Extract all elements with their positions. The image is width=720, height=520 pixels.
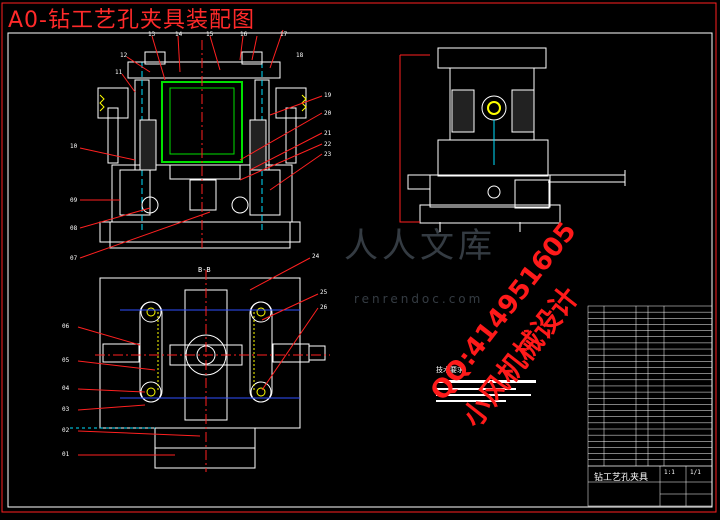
callout-02: 02: [62, 427, 70, 434]
callout-25: 25: [320, 289, 328, 296]
callout-10: 10: [70, 143, 78, 150]
callout-18: 18: [296, 52, 304, 59]
side-view: [399, 47, 626, 232]
plan-view: [70, 270, 330, 472]
watermark-site: renrendoc.com: [354, 292, 484, 306]
callout-16: 16: [240, 31, 248, 38]
outer-frame: [1, 2, 717, 513]
callout-07: 07: [70, 255, 78, 262]
callout-05: 05: [62, 357, 70, 364]
tech-requirements: 技术要求: [436, 365, 536, 402]
callout-19: 19: [324, 92, 332, 99]
callout-15: 15: [206, 31, 214, 38]
callout-13: 13: [148, 31, 156, 38]
title-block-sheet: 1/1: [690, 469, 701, 476]
callout-24: 24: [312, 253, 320, 260]
callout-14: 14: [175, 31, 183, 38]
callout-labels: 12 13 14 15 16 17 18 11 10 09 08 07 19 2…: [62, 31, 332, 458]
base-plate: [99, 221, 301, 243]
callout-01: 01: [62, 451, 70, 458]
callout-04: 04: [62, 385, 70, 392]
callout-21: 21: [324, 130, 332, 137]
title-block-name: 钻工艺孔夹具: [594, 473, 649, 483]
callout-09: 09: [70, 197, 78, 204]
callout-20: 20: [324, 110, 332, 117]
plan-outline: [99, 277, 301, 429]
callout-11: 11: [115, 69, 123, 76]
title-block: [587, 465, 713, 507]
callout-06: 06: [62, 323, 70, 330]
callout-08: 08: [70, 225, 78, 232]
inner-frame: [7, 32, 713, 508]
watermark-brand: 人人文库: [344, 226, 496, 266]
parts-rows: [588, 311, 712, 460]
callout-03: 03: [62, 406, 70, 413]
tech-req-label: 技术要求: [436, 365, 464, 374]
callout-26: 26: [320, 304, 328, 311]
front-view: [97, 40, 307, 250]
section-label: B-B: [198, 266, 211, 274]
callout-22: 22: [324, 141, 332, 148]
callout-23: 23: [324, 151, 332, 158]
leader-lines: [77, 29, 323, 456]
title-block-scale: 1:1: [664, 469, 675, 476]
drawing-title: A0-钻工艺孔夹具装配图: [8, 8, 255, 33]
callout-12: 12: [120, 52, 128, 59]
callout-17: 17: [280, 31, 288, 38]
